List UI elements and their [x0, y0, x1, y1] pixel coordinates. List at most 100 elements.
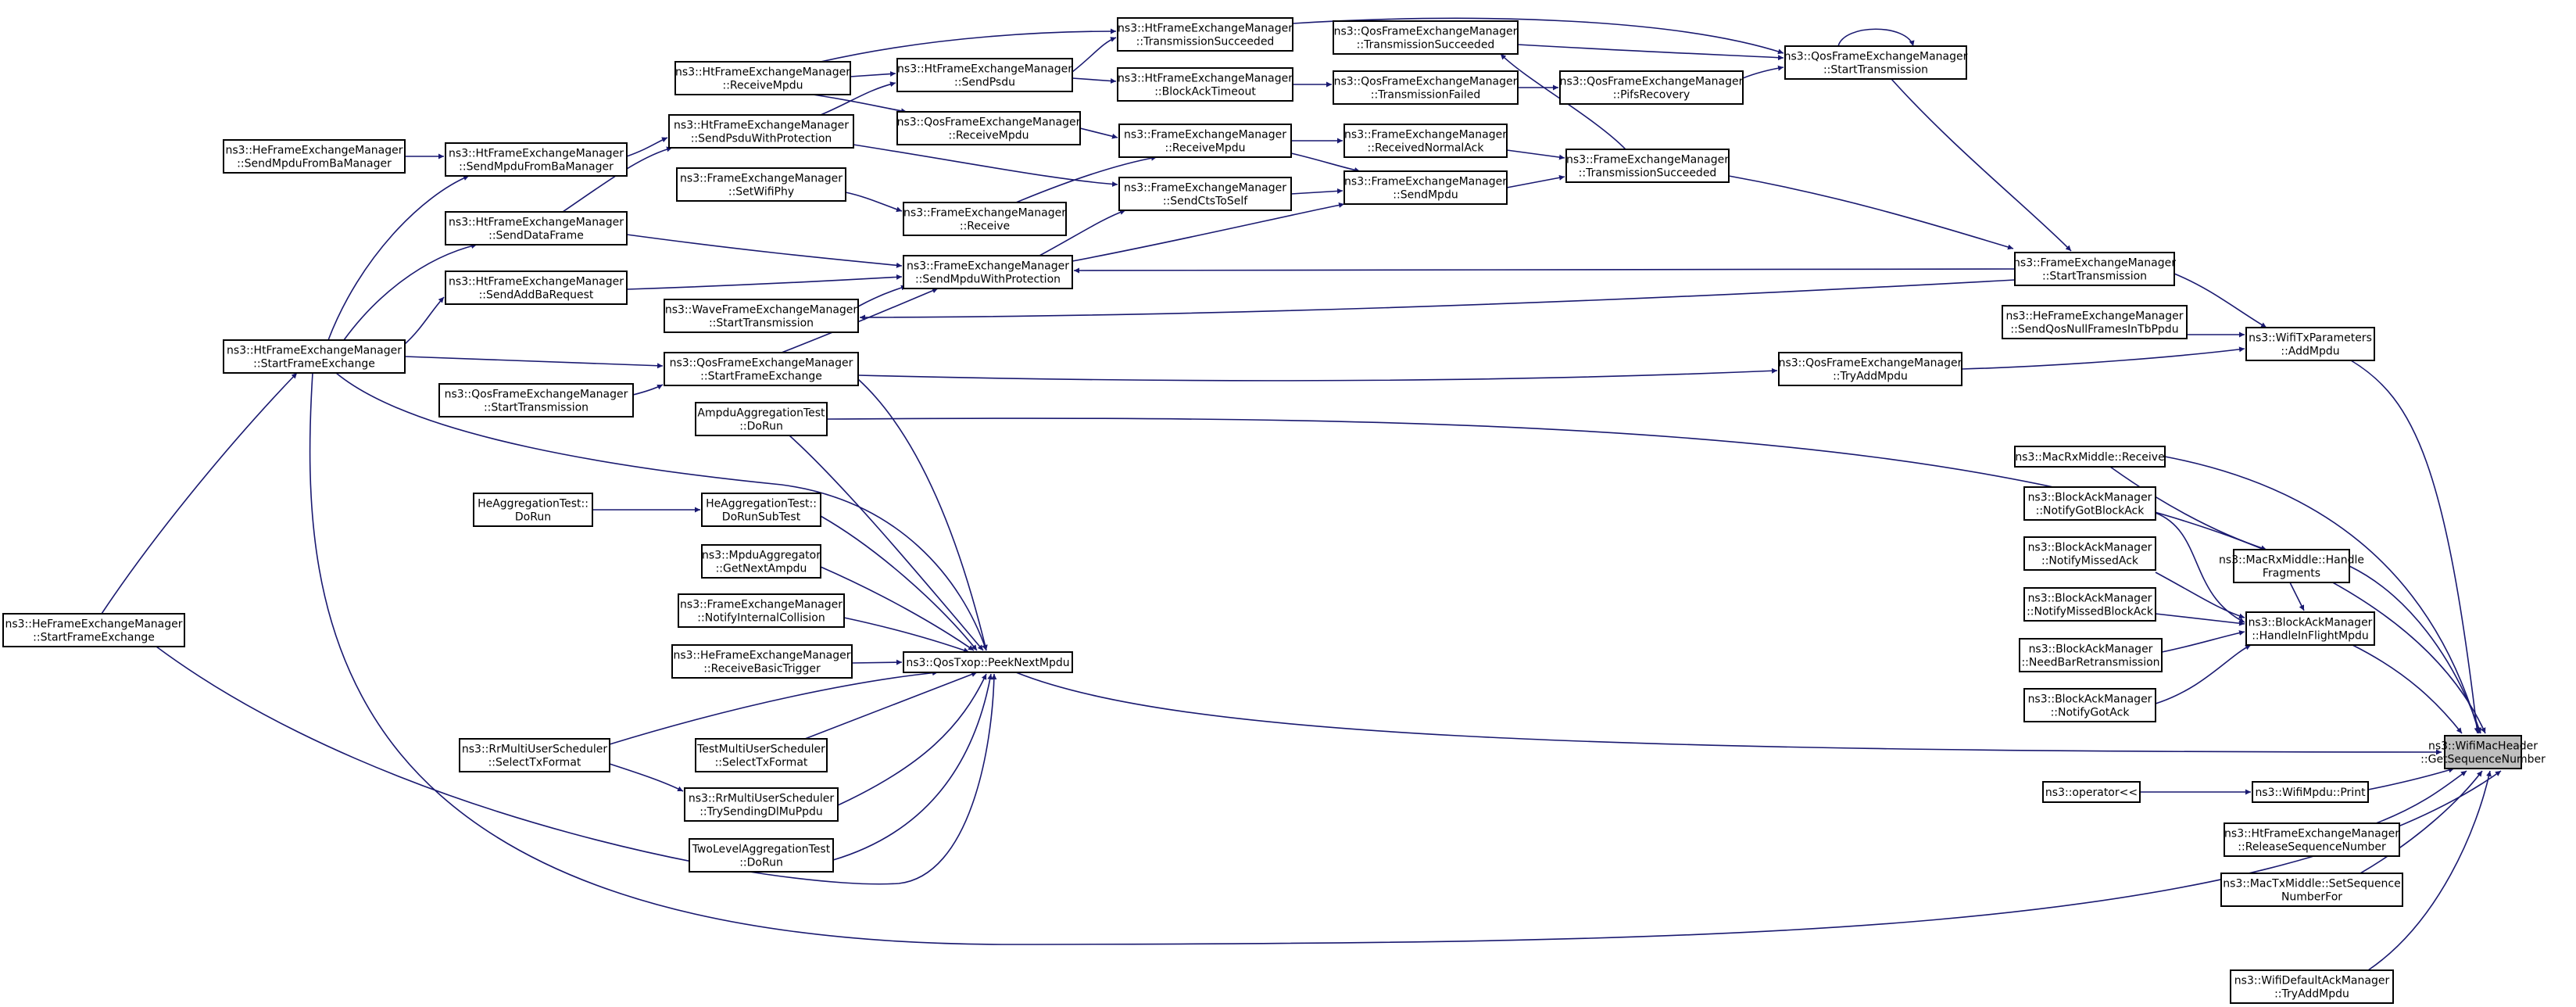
node-box: [903, 255, 1073, 289]
node-fem_recvnormalack[interactable]: ns3::FrameExchangeManager::ReceivedNorma…: [1343, 124, 1508, 158]
node-ht_sendaddba[interactable]: ns3::HtFrameExchangeManager::SendAddBaRe…: [445, 271, 628, 305]
node-label: HeAggregationTest::: [478, 498, 589, 511]
node-wtp_addmpdu[interactable]: ns3::WifiTxParameters::AddMpdu: [2245, 327, 2375, 361]
edge-defack_tryadd-to-getseq: [2367, 770, 2492, 971]
node-label: ns3::HtFrameExchangeManager: [449, 217, 624, 229]
node-label: ns3::FrameExchangeManager: [680, 599, 843, 611]
node-fem_sendmpdu[interactable]: ns3::FrameExchangeManager::SendMpdu: [1343, 170, 1508, 205]
edge-ampdu_dorun-to-qos_peeknext: [789, 435, 984, 651]
node-qos_tryadd[interactable]: ns3::QosFrameExchangeManager::TryAddMpdu: [1778, 352, 1962, 386]
node-label: ns3::WifiTxParameters: [2249, 332, 2372, 345]
node-label: ::SendDataFrame: [488, 230, 584, 242]
edge-mactx_setseq-to-getseq: [2360, 770, 2483, 874]
node-he_sendmpdufromba[interactable]: ns3::HeFrameExchangeManager::SendMpduFro…: [223, 139, 406, 174]
node-rr_selecttx[interactable]: ns3::RrMultiUserScheduler::SelectTxForma…: [459, 738, 610, 772]
node-ht_sendmpdufromba[interactable]: ns3::HtFrameExchangeManager::SendMpduFro…: [445, 142, 628, 177]
node-ht_senddataframe[interactable]: ns3::HtFrameExchangeManager::SendDataFra…: [445, 211, 628, 245]
node-qos_receivempdu[interactable]: ns3::QosFrameExchangeManager::ReceiveMpd…: [896, 111, 1081, 145]
node-label: ::SendMpdu: [1393, 189, 1458, 202]
node-label: ::DoRun: [739, 421, 783, 433]
edge-ht_sendpsduwp-to-ht_sendpsdu: [820, 81, 896, 116]
node-qos_pifs[interactable]: ns3::QosFrameExchangeManager::PifsRecove…: [1559, 70, 1744, 105]
edge-ht_receivempdu-to-qos_receivempdu: [812, 94, 907, 114]
node-bam_notifymissedack[interactable]: ns3::BlockAckManager::NotifyMissedAck: [2023, 536, 2156, 571]
node-qos_txsucc[interactable]: ns3::QosFrameExchangeManager::Transmissi…: [1333, 20, 1519, 55]
edge-qos_receivempdu-to-fem_receivempdu: [1079, 127, 1118, 139]
node-box: [2, 613, 185, 647]
node-box: [2023, 587, 2156, 622]
node-qos_peeknext[interactable]: ns3::QosTxop::PeekNextMpdu: [903, 651, 1073, 673]
edge-ht_sendaddba-to-fem_sendmpduwp: [626, 274, 903, 290]
node-wave_starttx[interactable]: ns3::WaveFrameExchangeManager::StartTran…: [664, 299, 859, 333]
node-he_startfe[interactable]: ns3::HeFrameExchangeManager::StartFrameE…: [2, 613, 185, 647]
edge-fem_sendmpdu-to-fem_txsucc: [1506, 174, 1565, 188]
node-qos_startfe[interactable]: ns3::QosFrameExchangeManager::StartFrame…: [664, 352, 859, 386]
node-ht_startfe[interactable]: ns3::HtFrameExchangeManager::StartFrameE…: [223, 339, 406, 374]
node-bam_notifymissedba[interactable]: ns3::BlockAckManager::NotifyMissedBlockA…: [2023, 587, 2156, 622]
node-label: ::SendPsduWithProtection: [691, 133, 832, 145]
node-twolevel_dorun[interactable]: TwoLevelAggregationTest::DoRun: [689, 838, 834, 873]
node-box: [1559, 70, 1744, 105]
node-bam_needbar[interactable]: ns3::BlockAckManager::NeedBarRetransmiss…: [2019, 638, 2163, 672]
node-label: ns3::FrameExchangeManager: [1344, 129, 1507, 142]
node-label: ns3::WifiDefaultAckManager: [2234, 975, 2390, 987]
node-ht_receivempdu[interactable]: ns3::HtFrameExchangeManager::ReceiveMpdu: [674, 61, 851, 95]
edge-heagg_dorunsub-to-qos_peeknext: [820, 515, 978, 651]
node-qos_txfailed[interactable]: ns3::QosFrameExchangeManager::Transmissi…: [1333, 70, 1519, 105]
node-bam_handleinflight[interactable]: ns3::BlockAckManager::HandleInFlightMpdu: [2245, 611, 2375, 646]
node-box: [674, 61, 851, 95]
edge-he_startfe-to-qos_peeknext: [156, 646, 997, 885]
node-ampdu_dorun[interactable]: AmpduAggregationTest::DoRun: [695, 402, 828, 436]
edges-layer: [101, 17, 2502, 971]
node-fem_setwifiphy[interactable]: ns3::FrameExchangeManager::SetWifiPhy: [676, 167, 846, 202]
node-he_sendqosnull[interactable]: ns3::HeFrameExchangeManager::SendQosNull…: [2002, 305, 2188, 339]
node-ht_sendpsduwp[interactable]: ns3::HtFrameExchangeManager::SendPsduWit…: [668, 114, 854, 149]
node-label: ns3::QosTxop::PeekNextMpdu: [906, 657, 1069, 669]
node-mpduagg_getnext[interactable]: ns3::MpduAggregator::GetNextAmpdu: [701, 544, 821, 579]
node-ht_releaseseq[interactable]: ns3::HtFrameExchangeManager::ReleaseSequ…: [2224, 822, 2400, 857]
node-qos_starttx[interactable]: ns3::QosFrameExchangeManager::StartTrans…: [1784, 45, 1968, 80]
node-heagg_dorun[interactable]: HeAggregationTest::DoRun: [473, 493, 593, 527]
node-rr_trysending[interactable]: ns3::RrMultiUserScheduler::TrySendingDlM…: [684, 787, 839, 822]
node-mrm_receive[interactable]: ns3::MacRxMiddle::Receive: [2014, 446, 2166, 468]
node-op_lshift[interactable]: ns3::operator<<: [2042, 781, 2141, 803]
node-defack_tryadd[interactable]: ns3::WifiDefaultAckManager::TryAddMpdu: [2230, 969, 2394, 1004]
node-he_receivebasictrigger[interactable]: ns3::HeFrameExchangeManager::ReceiveBasi…: [671, 644, 853, 679]
node-label: ns3::RrMultiUserScheduler: [689, 793, 834, 805]
node-bam_notifygotack[interactable]: ns3::BlockAckManager::NotifyGotAck: [2023, 688, 2156, 722]
node-fem_sendcts[interactable]: ns3::FrameExchangeManager::SendCtsToSelf: [1118, 177, 1292, 211]
node-fem_notifyinternal[interactable]: ns3::FrameExchangeManager::NotifyInterna…: [678, 593, 845, 628]
node-fem_starttx[interactable]: ns3::FrameExchangeManager::StartTransmis…: [2013, 252, 2176, 286]
edge-fem_starttx-to-wave_starttx: [859, 279, 2016, 321]
node-label: ::TryAddMpdu: [1833, 371, 1908, 383]
node-test_selecttx[interactable]: TestMultiUserScheduler::SelectTxFormat: [695, 738, 828, 772]
node-fem_sendmpduwp[interactable]: ns3::FrameExchangeManager::SendMpduWithP…: [903, 255, 1073, 289]
node-bam_notifygotba[interactable]: ns3::BlockAckManager::NotifyGotBlockAck: [2023, 486, 2156, 521]
node-label: ns3::FrameExchangeManager: [2013, 257, 2176, 270]
node-label: ns3::WifiMacHeader: [2428, 740, 2538, 753]
node-qos_starttx2[interactable]: ns3::QosFrameExchangeManager::StartTrans…: [438, 383, 634, 417]
node-label: ::DoRun: [739, 857, 783, 869]
node-label: ::BlockAckTimeout: [1154, 86, 1256, 99]
node-box: [223, 339, 406, 374]
edge-ht_receivempdu-to-ht_sendpsdu: [850, 70, 896, 77]
edge-fem_txsucc-to-fem_starttx: [1728, 175, 2014, 250]
node-heagg_dorunsub[interactable]: HeAggregationTest::DoRunSubTest: [701, 493, 821, 527]
node-label: TwoLevelAggregationTest: [692, 844, 831, 856]
node-fem_receivempdu[interactable]: ns3::FrameExchangeManager::ReceiveMpdu: [1118, 124, 1292, 158]
node-label: ns3::HtFrameExchangeManager: [1118, 73, 1293, 85]
node-label: ::SendMpduWithProtection: [915, 274, 1061, 286]
edge-bam_notifygotba-to-bam_handleinflight: [2155, 512, 2245, 623]
node-box: [438, 383, 634, 417]
node-ht_blockacktimeout[interactable]: ns3::HtFrameExchangeManager::BlockAckTim…: [1117, 67, 1293, 102]
node-wifimpdu_print[interactable]: ns3::WifiMpdu::Print: [2252, 781, 2369, 803]
node-box: [676, 167, 846, 202]
node-fem_receive[interactable]: ns3::FrameExchangeManager::Receive: [903, 202, 1067, 236]
node-ht_sendpsdu[interactable]: ns3::HtFrameExchangeManager::SendPsdu: [896, 58, 1073, 92]
node-getseq[interactable]: ns3::WifiMacHeader::GetSequenceNumber: [2420, 735, 2546, 769]
node-ht_txsucc[interactable]: ns3::HtFrameExchangeManager::Transmissio…: [1117, 17, 1293, 52]
node-fem_txsucc[interactable]: ns3::FrameExchangeManager::TransmissionS…: [1565, 149, 1730, 183]
